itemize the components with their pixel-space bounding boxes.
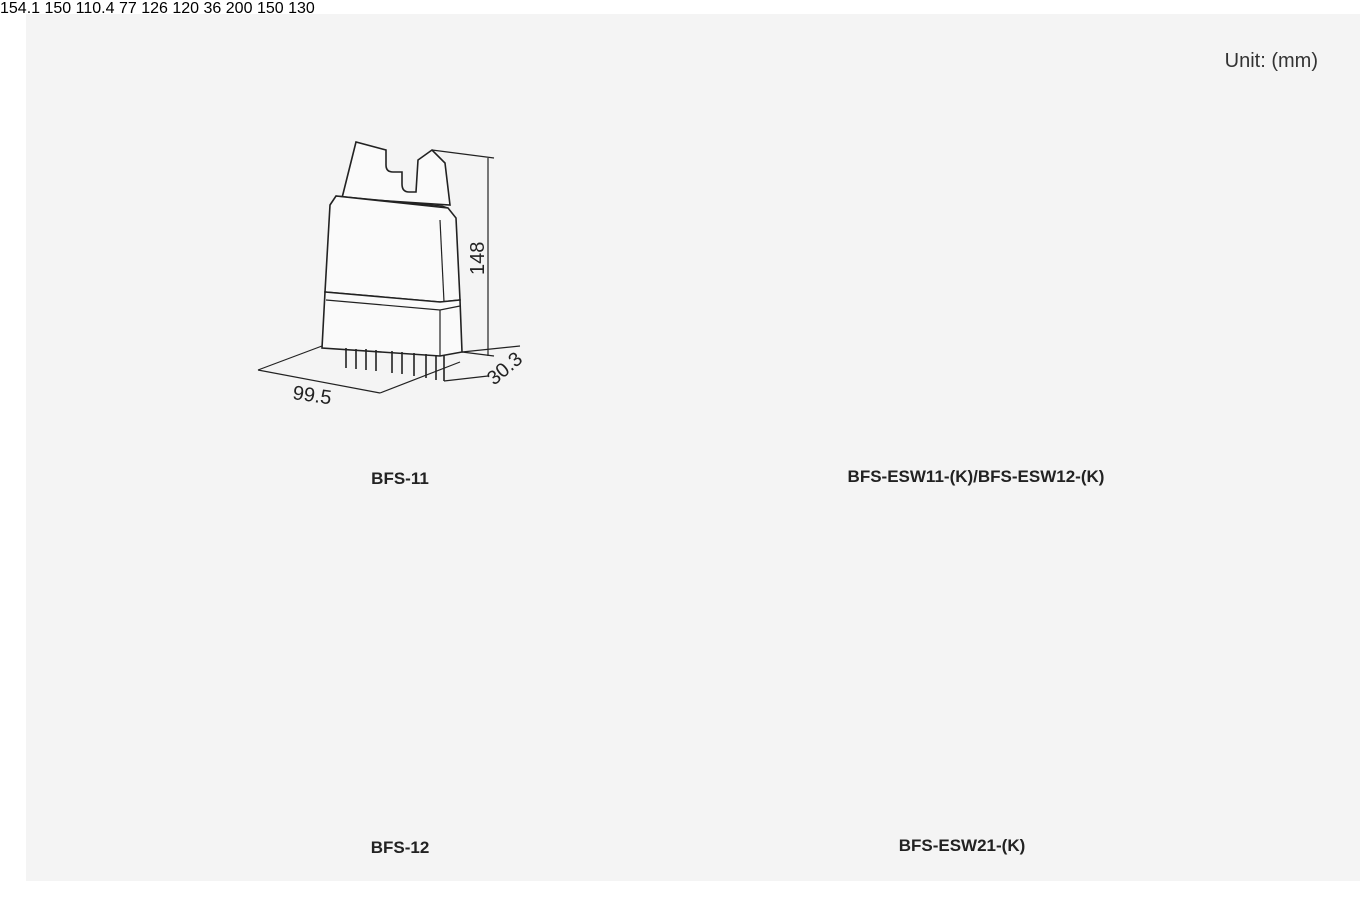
bfs-esw11-width-label: 154.1 [0, 0, 41, 17]
unit-label: Unit: (mm) [1224, 50, 1318, 72]
bfs-11-depth-label: 30.3 [483, 348, 527, 390]
bfs-12-depth-label: 36 [203, 0, 222, 17]
bfs-12-drawing: 126 120 36 [141, 0, 226, 17]
caption-bfs-11: BFS-11 [371, 469, 429, 488]
bfs-esw21-drawing: 200 150 130 [226, 0, 315, 17]
bfs-esw11-drawing: 154.1 150 110.4 77 [0, 0, 141, 17]
bfs-11-drawing: 99.5 148 30.3 [257, 141, 527, 409]
bfs-11-height-label: 148 [467, 242, 489, 275]
bfs-esw11-height-label: 150 [44, 0, 72, 17]
bfs-esw21-height-label: 150 [256, 0, 284, 17]
bfs-esw11-depth-a-label: 110.4 [75, 0, 115, 17]
bfs-esw21-width-label: 200 [225, 0, 253, 17]
caption-bfs-esw21: BFS-ESW21-(K) [898, 836, 1026, 855]
bfs-esw11-depth-b-label: 77 [118, 0, 137, 17]
bfs-12-height-label: 120 [172, 0, 200, 17]
caption-bfs-12: BFS-12 [370, 838, 430, 857]
caption-bfs-esw11: BFS-ESW11-(K)/BFS-ESW12-(K) [847, 467, 1105, 486]
bfs-esw21-depth-label: 130 [288, 0, 315, 17]
drawing-panel [26, 14, 1360, 881]
bfs-11-width-label: 99.5 [291, 382, 333, 409]
bfs-12-width-label: 126 [141, 0, 168, 17]
